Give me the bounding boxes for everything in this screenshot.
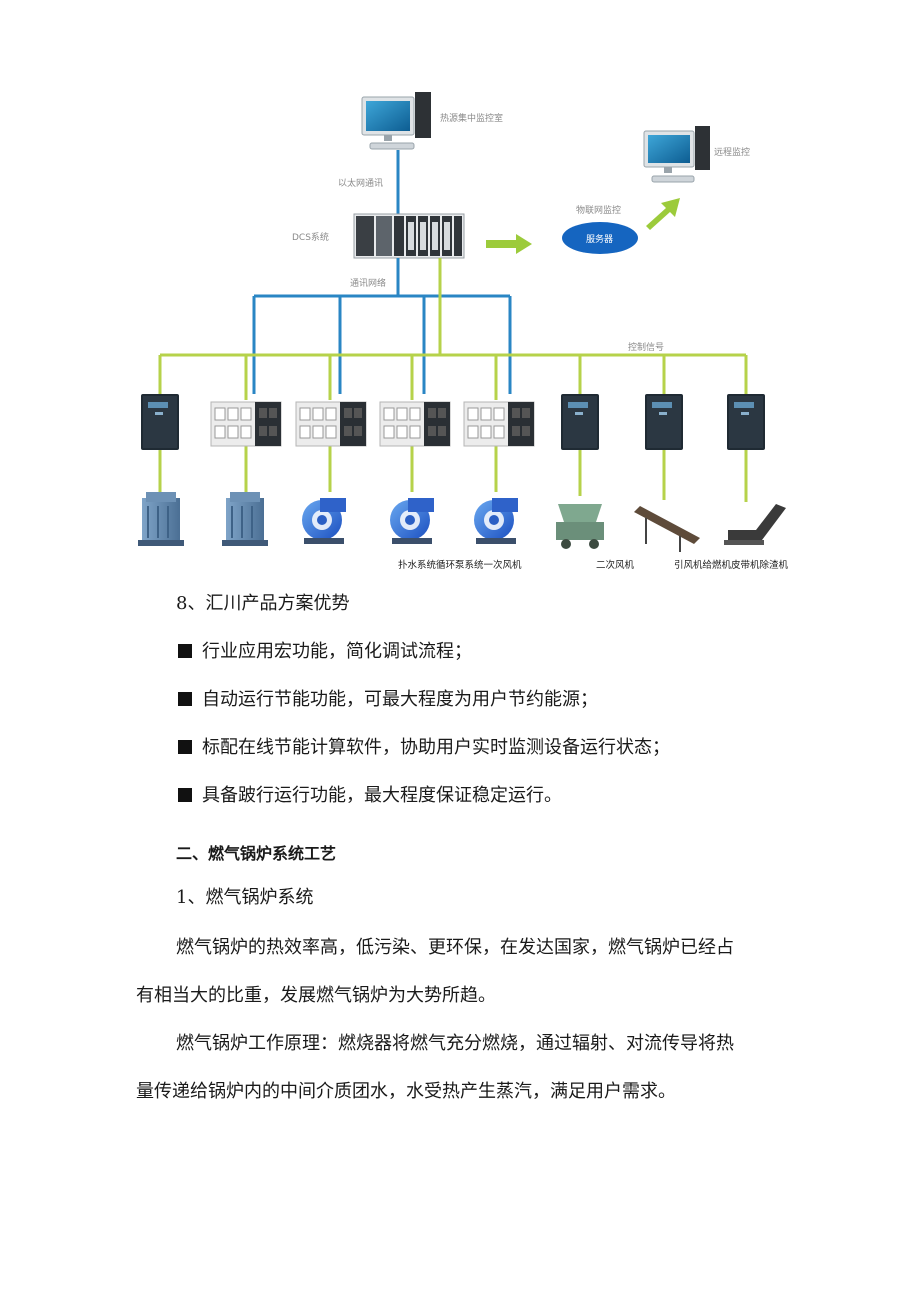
caption-right-equipment: 引风机给燃机皮带机除渣机 xyxy=(674,559,789,571)
drive-rack-1 xyxy=(210,401,282,447)
label-dcs: DCS系统 xyxy=(292,231,329,243)
paragraph-2-line-1: 燃气锅炉工作原理：燃烧器将燃气充分燃烧，通过辐射、对流传导将热 xyxy=(176,1033,734,1054)
square-bullet-icon xyxy=(178,692,192,706)
paragraph-1-line-2: 有相当大的比重，发展燃气锅炉为大势所趋。 xyxy=(136,985,496,1006)
label-control-signal: 控制信号 xyxy=(628,341,664,353)
caption-pumps-fans: 扑水系统循环泵系统一次风机 xyxy=(398,559,522,571)
arrow-to-remote xyxy=(646,198,680,230)
vfd-drive-1 xyxy=(141,394,179,450)
remote-monitor-computer xyxy=(643,126,710,183)
coal-feeder xyxy=(556,504,604,549)
label-ethernet: 以太网通讯 xyxy=(338,177,383,189)
vfd-drive-3 xyxy=(645,394,683,450)
control-signal-lines xyxy=(158,258,748,502)
bullet-item: 标配在线节能计算软件，协助用户实时监测设备运行状态； xyxy=(178,736,670,760)
sub1-heading: 1、燃气锅炉系统 xyxy=(176,887,314,908)
fan-2 xyxy=(390,498,434,544)
bullet-text: 自动运行节能功能，可最大程度为用户节约能源； xyxy=(202,689,598,710)
label-server: 服务器 xyxy=(586,233,613,245)
drive-rack-3 xyxy=(379,401,451,447)
paragraph-1-line-1: 燃气锅炉的热效率高，低污染、更环保，在发达国家，燃气锅炉已经占 xyxy=(176,937,734,958)
bullet-item: 行业应用宏功能，简化调试流程； xyxy=(178,640,472,664)
bullet-text: 具备跛行运行功能，最大程度保证稳定运行。 xyxy=(202,785,562,806)
dcs-controller xyxy=(353,213,465,259)
section8-heading: 8、汇川产品方案优势 xyxy=(176,593,350,614)
pump-motor-1 xyxy=(137,491,185,547)
drive-rack-2 xyxy=(295,401,367,447)
control-system-diagram: 热源集中监控室 远程监控 以太网通讯 DCS系统 物联网监控 服务器 xyxy=(137,92,789,571)
fan-3 xyxy=(474,498,518,544)
label-heat-monitor: 热源集中监控室 xyxy=(440,112,503,124)
bullet-text: 行业应用宏功能，简化调试流程； xyxy=(202,641,472,662)
square-bullet-icon xyxy=(178,740,192,754)
belt-conveyor xyxy=(634,506,700,552)
caption-secondary-fan: 二次风机 xyxy=(596,559,635,571)
label-iot-monitor: 物联网监控 xyxy=(576,204,621,216)
slag-remover xyxy=(724,504,786,545)
fan-1 xyxy=(302,498,346,544)
square-bullet-icon xyxy=(178,788,192,802)
bullet-item: 具备跛行运行功能，最大程度保证稳定运行。 xyxy=(178,784,562,808)
label-remote-monitor: 远程监控 xyxy=(714,146,750,158)
bullet-item: 自动运行节能功能，可最大程度为用户节约能源； xyxy=(178,688,598,712)
square-bullet-icon xyxy=(178,644,192,658)
bullet-text: 标配在线节能计算软件，协助用户实时监测设备运行状态； xyxy=(202,737,670,758)
arrow-to-server xyxy=(486,234,532,254)
paragraph-2-line-2: 量传递给锅炉内的中间介质团水，水受热产生蒸汽，满足用户需求。 xyxy=(136,1081,676,1102)
comm-network-lines xyxy=(252,258,512,394)
central-monitor-computer xyxy=(361,92,431,150)
section2-heading: 二、燃气锅炉系统工艺 xyxy=(176,844,337,863)
server-node xyxy=(562,222,638,254)
vfd-drive-2 xyxy=(561,394,599,450)
label-comm-network: 通讯网络 xyxy=(350,277,386,289)
drive-rack-4 xyxy=(463,401,535,447)
pump-motor-2 xyxy=(221,491,269,547)
vfd-drive-4 xyxy=(727,394,765,450)
